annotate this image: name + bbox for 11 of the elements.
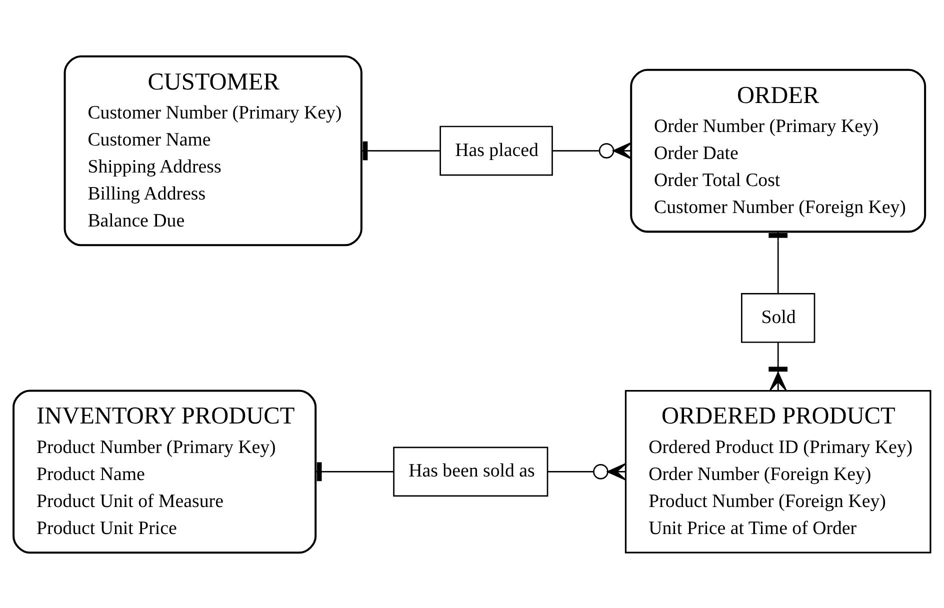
connector [552, 142, 632, 159]
node-box: ORDERED PRODUCT Ordered Product ID (Primary Key) Order Number (Foreign Key) Product Number (Foreign Key) Unit Price at Time of Order [624, 390, 932, 553]
node-box: CUSTOMER Customer Number (Primary Key) Customer Name Shipping Address Billing Address Balance Due [64, 54, 362, 246]
node-box: ORDER Order Number (Primary Key) Order Date Order Total Cost Customer Number (Foreign Key) [630, 68, 926, 232]
connector [768, 231, 788, 294]
node-box: Has placed [440, 125, 553, 176]
node-box: Sold [741, 292, 816, 342]
connector [548, 462, 626, 480]
connector [768, 342, 788, 390]
node-box: INVENTORY PRODUCT Product Number (Primary Key) Product Name Product Unit of Measure Product Unit Price [12, 389, 317, 554]
node-box: Has been sold as [393, 446, 548, 496]
